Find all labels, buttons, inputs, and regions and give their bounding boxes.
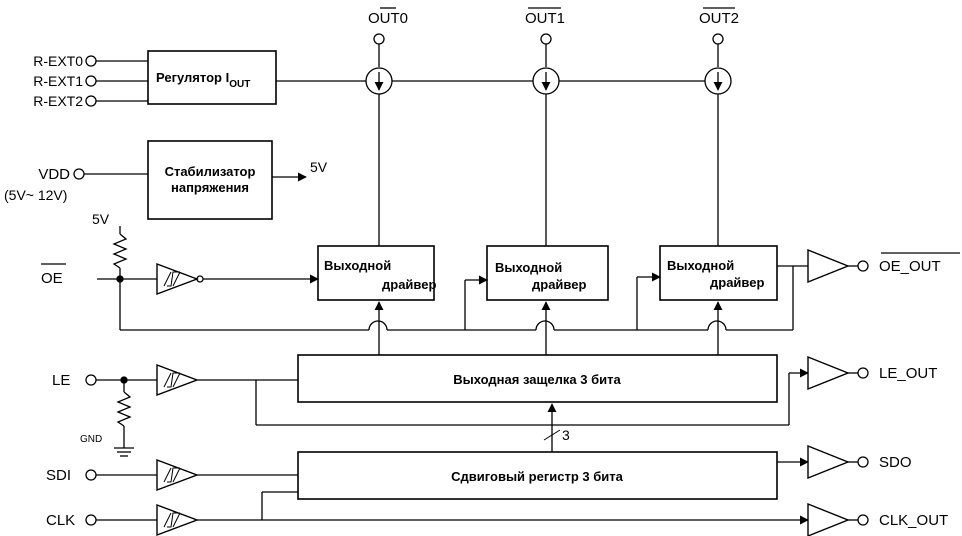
- out2-label: OUT2: [699, 10, 739, 27]
- out0-pin: [373, 33, 385, 45]
- driver2-label-2: драйвер: [710, 275, 764, 290]
- output-latch-block: [297, 354, 778, 403]
- rext0-label: R-EXT0: [33, 53, 83, 69]
- out1-label: OUT1: [525, 10, 565, 27]
- vdd-label: VDD: [38, 166, 70, 183]
- clk-out-buffer: [807, 502, 850, 536]
- bus-width-label: 3: [562, 427, 570, 443]
- gnd-label: GND: [80, 434, 102, 445]
- rext1-label: R-EXT1: [33, 73, 83, 89]
- le-out-label: LE_OUT: [879, 365, 937, 382]
- oe-out-label: OE_OUT: [879, 258, 941, 275]
- shift-register-label: Сдвиговый регистр 3 бита: [451, 469, 623, 484]
- current-regulator-block: [147, 50, 277, 105]
- oe-pullup-resistor: [112, 233, 128, 269]
- oe-label: OE: [41, 270, 63, 287]
- rext2-label: R-EXT2: [33, 93, 83, 109]
- le-pulldown-resistor: [116, 391, 132, 427]
- driver0-label-1: Выходной: [324, 258, 391, 273]
- sdo-label: SDO: [879, 454, 912, 471]
- oe-5v-label: 5V: [92, 211, 110, 227]
- driver1-label-2: драйвер: [532, 277, 586, 292]
- driver0-label-2: драйвер: [382, 277, 436, 292]
- stabilizer-5v-label: 5V: [310, 159, 328, 175]
- clk-out-label: CLK_OUT: [879, 512, 948, 529]
- stabilizer-label-1: Стабилизатор: [165, 164, 256, 179]
- output-driver-1: [486, 245, 609, 301]
- sdi-label: SDI: [46, 467, 71, 484]
- shift-register-block: [297, 451, 778, 500]
- output-driver-0: [317, 245, 435, 301]
- sdo-buffer: [807, 444, 850, 480]
- stabilizer-label-2: напряжения: [171, 180, 249, 195]
- out2-pin: [712, 33, 724, 45]
- oe-out-buffer: [807, 248, 850, 284]
- output-driver-2: [659, 245, 778, 301]
- regulator-label: Регулятор IOUT: [156, 70, 250, 90]
- le-label: LE: [52, 372, 70, 389]
- driver2-label-1: Выходной: [667, 258, 734, 273]
- clk-label: CLK: [46, 512, 75, 529]
- out0-label: OUT0: [368, 10, 408, 27]
- latch-label: Выходная защелка 3 бита: [453, 372, 621, 387]
- vdd-range-label: (5V~ 12V): [4, 187, 67, 203]
- out1-pin: [540, 33, 552, 45]
- driver1-label-1: Выходной: [495, 260, 562, 275]
- voltage-stabilizer-block: [147, 140, 273, 220]
- le-out-buffer: [807, 355, 850, 391]
